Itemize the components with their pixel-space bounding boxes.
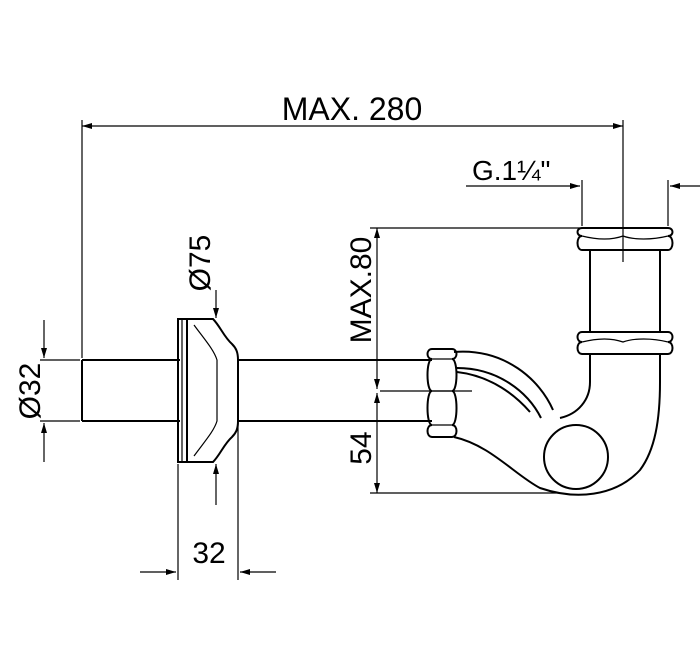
wall-pipe-segment <box>81 359 180 422</box>
thread-label: G.1¼" <box>472 155 550 186</box>
dimension-flange-diameter: Ø75 <box>184 235 219 505</box>
dimension-vertical: MAX.80 54 <box>345 227 580 494</box>
dimension-thread: G.1¼" <box>466 155 700 226</box>
flange-depth-label: 32 <box>192 537 225 570</box>
pipe-diameter-label: Ø32 <box>14 363 47 420</box>
wall-flange <box>177 318 239 463</box>
lower-nut <box>576 331 674 355</box>
horizontal-pipe <box>238 359 432 422</box>
horizontal-nut <box>426 348 458 438</box>
center-lines <box>380 180 624 392</box>
flange-diameter-label: Ø75 <box>184 235 217 292</box>
trap-bend <box>453 350 661 496</box>
max-length-label: MAX. 280 <box>282 91 423 127</box>
upper-nut <box>576 227 674 251</box>
dimension-flange-depth: 32 <box>140 423 276 580</box>
max-height-label: MAX.80 <box>345 237 378 344</box>
dimension-pipe-diameter: Ø32 <box>14 320 80 462</box>
dimension-max-length: MAX. 280 <box>81 91 624 358</box>
vertical-pipe <box>589 250 661 382</box>
drop-label: 54 <box>345 431 378 464</box>
